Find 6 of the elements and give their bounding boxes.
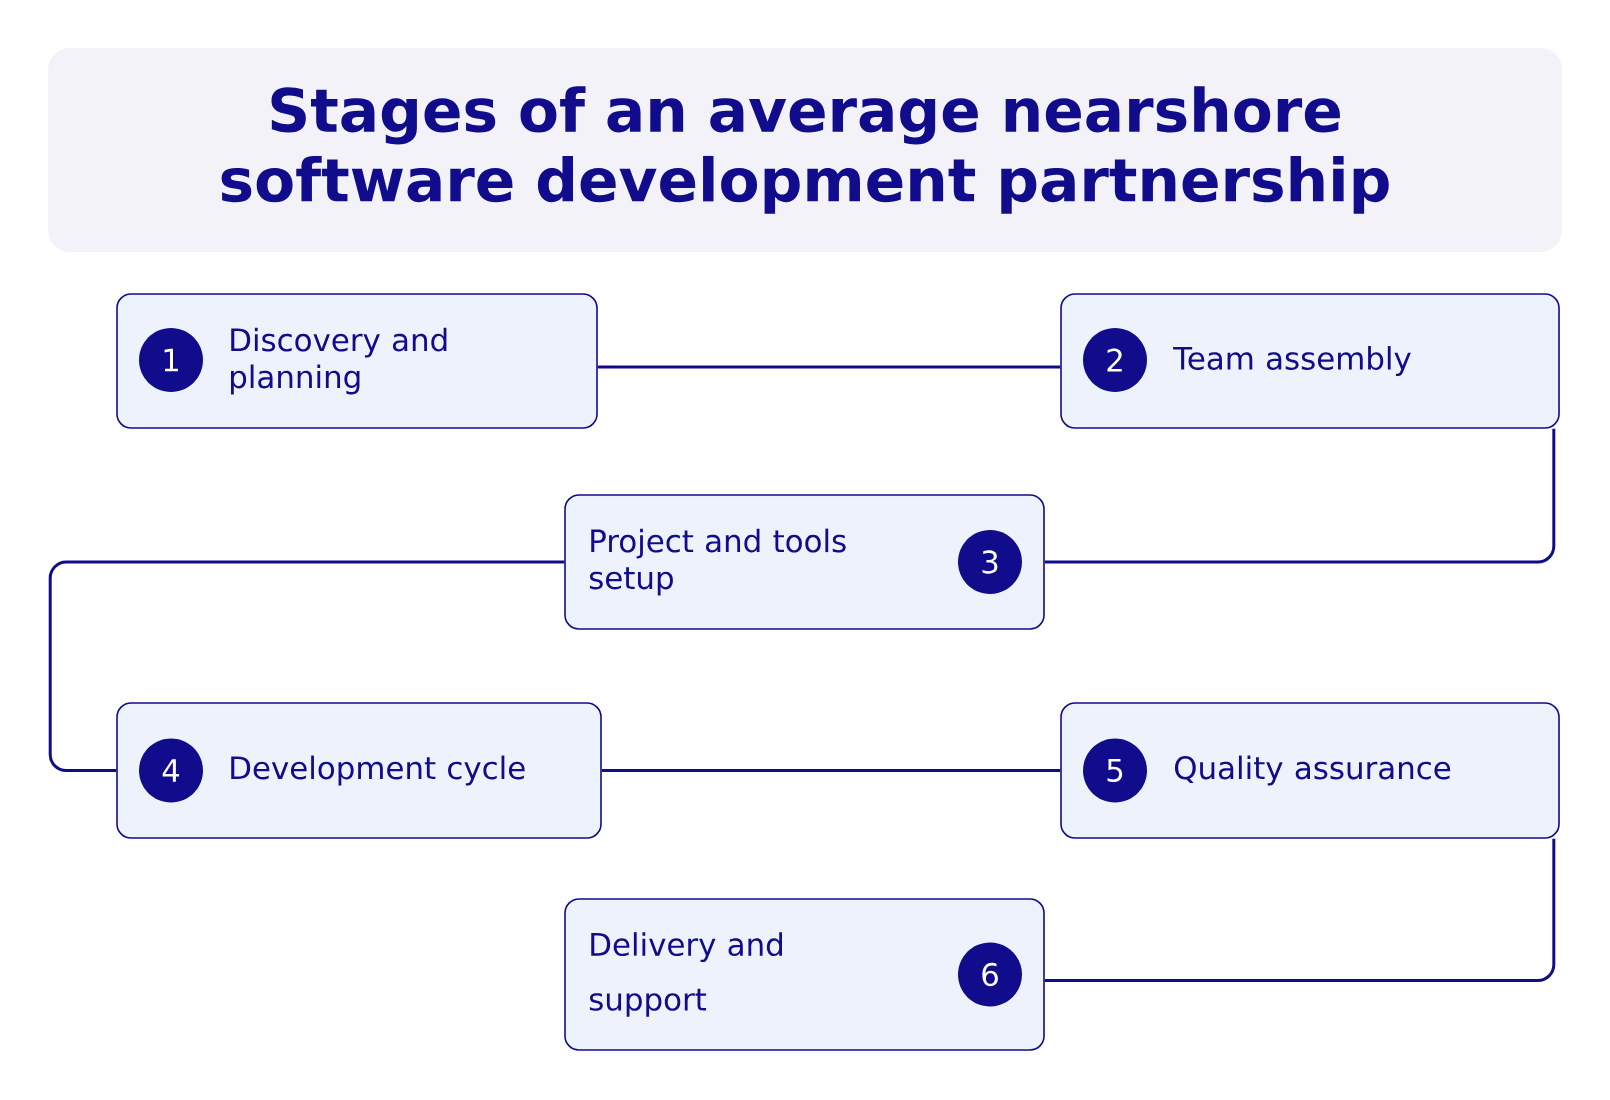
connector-line	[601, 769, 1061, 772]
connector-line	[1044, 838, 1556, 982]
connector-line	[48, 560, 565, 772]
connector-line	[597, 365, 1061, 369]
connector-line	[1044, 428, 1556, 564]
title-banner: Stages of an average nearshore software development partnership	[48, 48, 1562, 252]
